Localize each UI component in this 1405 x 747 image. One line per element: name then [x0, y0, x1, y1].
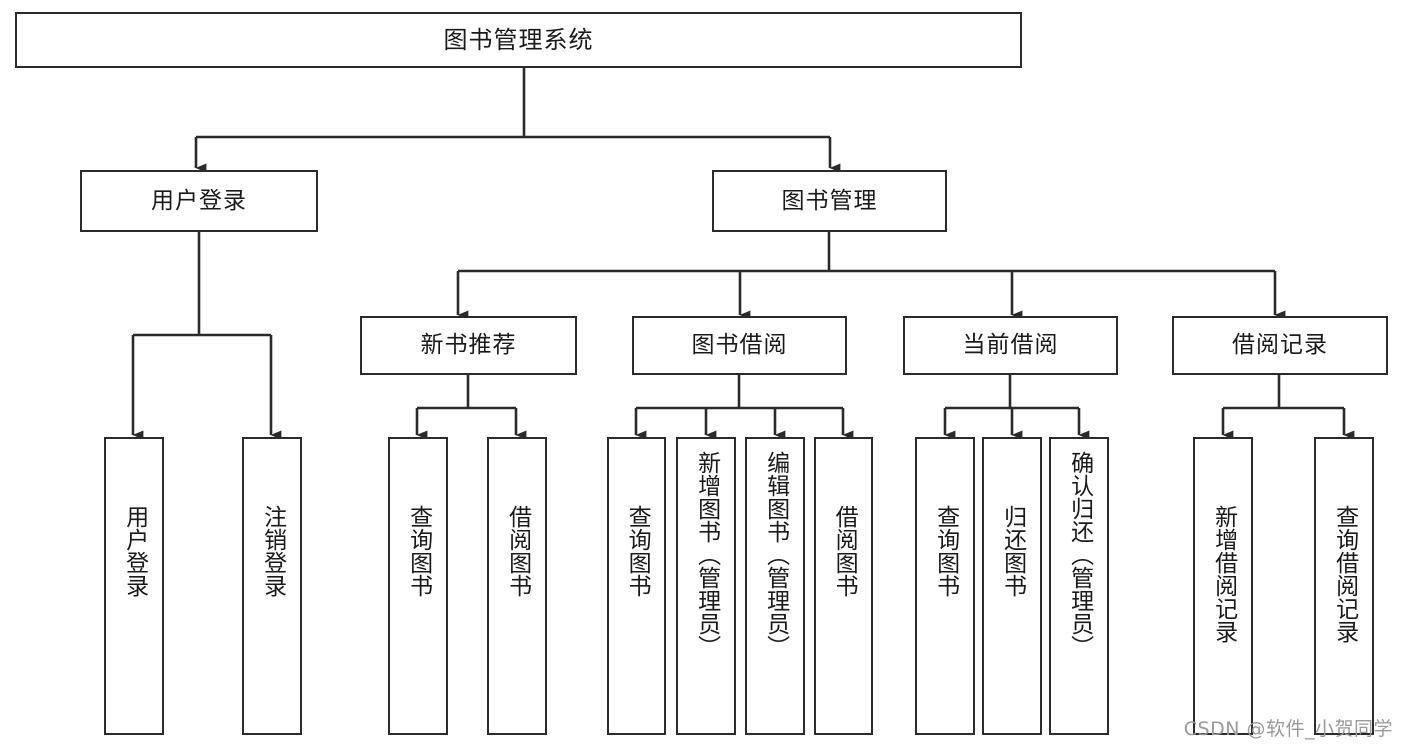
node-current-borrow[interactable]: 当前借阅 — [903, 316, 1118, 375]
leaf-label: 确认归还（管理员） — [1066, 451, 1093, 658]
leaf-label: 新增借阅记录 — [1210, 505, 1237, 643]
leaf-label: 借阅图书 — [504, 505, 531, 597]
leaf-user-login-logout[interactable]: 注销登录 — [242, 437, 302, 735]
leaf-current-borrow-confirm[interactable]: 确认归还（管理员） — [1049, 437, 1109, 735]
leaf-label: 注销登录 — [259, 505, 286, 597]
node-label: 用户登录 — [151, 187, 247, 214]
leaf-book-borrow-add[interactable]: 新增图书（管理员） — [676, 437, 736, 735]
node-label: 图书管理系统 — [443, 26, 594, 54]
node-label: 当前借阅 — [962, 332, 1059, 359]
leaf-new-book-borrow[interactable]: 借阅图书 — [487, 437, 547, 735]
leaf-user-login-login[interactable]: 用户登录 — [104, 437, 164, 735]
csdn-watermark: CSDN @软件_小贺同学 — [1183, 718, 1393, 740]
leaf-label: 归还图书 — [999, 505, 1026, 597]
leaf-book-borrow-edit[interactable]: 编辑图书（管理员） — [745, 437, 805, 735]
node-root-system[interactable]: 图书管理系统 — [15, 12, 1022, 68]
leaf-label: 用户登录 — [121, 505, 148, 597]
leaf-current-borrow-query[interactable]: 查询图书 — [915, 437, 975, 735]
leaf-label: 查询图书 — [932, 505, 959, 597]
leaf-new-book-query[interactable]: 查询图书 — [388, 437, 448, 735]
node-label: 新书推荐 — [420, 332, 517, 359]
node-label: 图书管理 — [781, 187, 878, 214]
leaf-label: 查询图书 — [624, 505, 651, 597]
leaf-book-borrow-query[interactable]: 查询图书 — [607, 437, 666, 735]
node-label: 借阅记录 — [1232, 332, 1328, 359]
node-book-borrow[interactable]: 图书借阅 — [632, 316, 847, 375]
leaf-label: 编辑图书（管理员） — [762, 451, 789, 658]
leaf-book-borrow-borrow[interactable]: 借阅图书 — [814, 437, 873, 735]
node-user-login[interactable]: 用户登录 — [80, 170, 318, 232]
leaf-label: 查询图书 — [405, 505, 432, 597]
leaf-label: 借阅图书 — [831, 505, 858, 597]
leaf-label: 新增图书（管理员） — [693, 451, 720, 658]
leaf-borrow-records-query[interactable]: 查询借阅记录 — [1314, 437, 1374, 735]
leaf-label: 查询借阅记录 — [1331, 505, 1358, 643]
leaf-current-borrow-return[interactable]: 归还图书 — [982, 437, 1042, 735]
node-borrow-records[interactable]: 借阅记录 — [1172, 316, 1388, 375]
node-book-management[interactable]: 图书管理 — [712, 170, 947, 232]
node-new-book-recommend[interactable]: 新书推荐 — [360, 316, 577, 375]
node-label: 图书借阅 — [691, 332, 788, 359]
leaf-borrow-records-add[interactable]: 新增借阅记录 — [1193, 437, 1253, 735]
